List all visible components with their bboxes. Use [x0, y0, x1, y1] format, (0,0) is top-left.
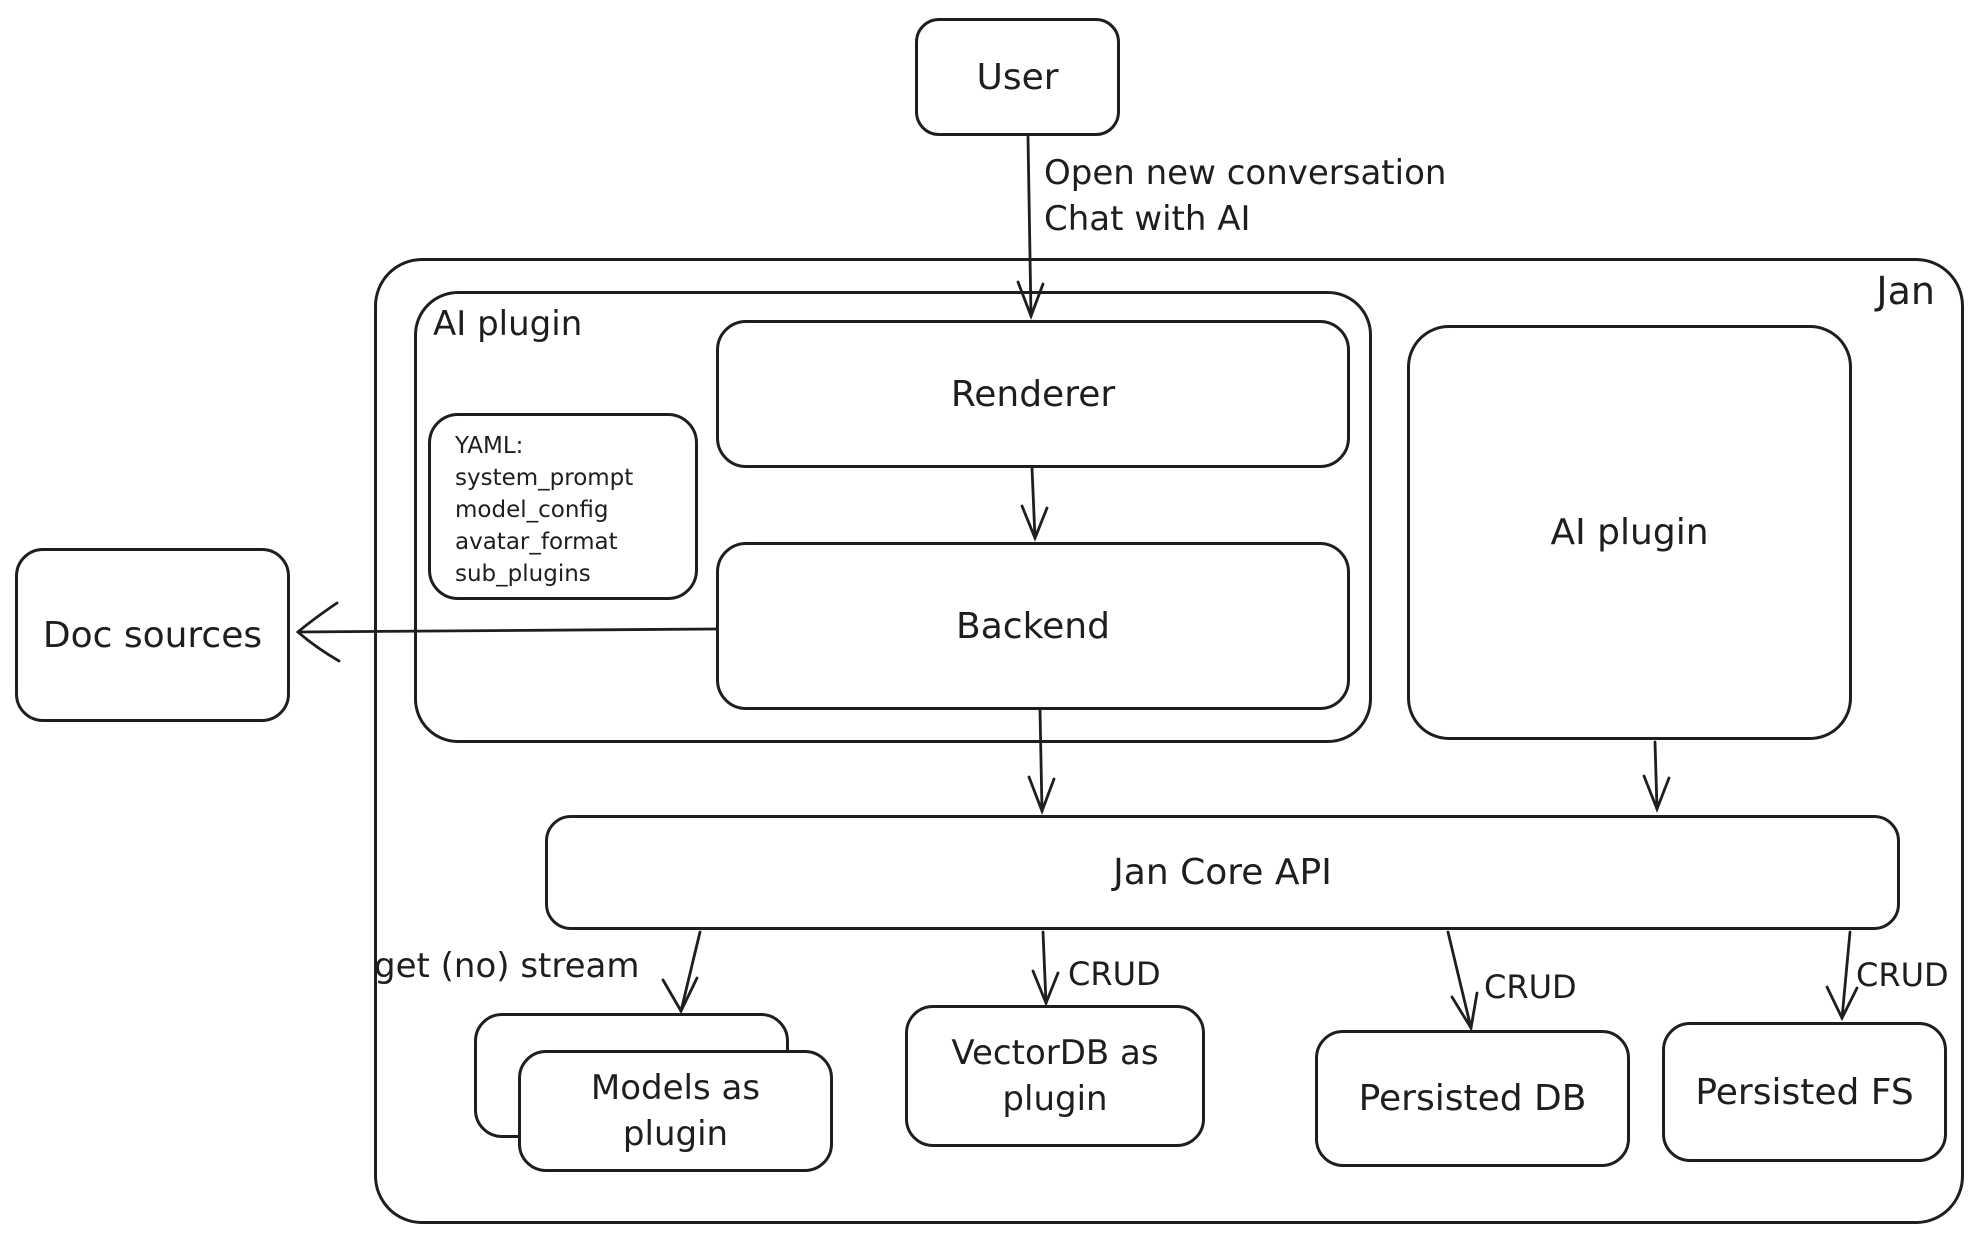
jan-container-label: Jan	[1876, 269, 1935, 313]
yaml-note-box: YAML: system_prompt model_config avatar_…	[428, 413, 698, 600]
renderer-label: Renderer	[950, 373, 1116, 415]
renderer-node: Renderer	[716, 320, 1350, 468]
vectordb-as-plugin-label: VectorDB as plugin	[951, 1033, 1159, 1119]
doc-sources-node: Doc sources	[15, 548, 290, 722]
backend-node: Backend	[716, 542, 1350, 710]
yaml-note-line: sub_plugins	[455, 561, 591, 587]
ai-plugin-left-label: AI plugin	[433, 304, 583, 344]
ai-plugin-left-box: AI plugin	[414, 291, 1372, 743]
models-as-plugin-label: Models as plugin	[590, 1068, 761, 1154]
user-arrow-label: Open new conversation Chat with AI	[1044, 150, 1446, 242]
vectordb-as-plugin-node: VectorDB as plugin	[905, 1005, 1205, 1147]
user-label: User	[976, 56, 1059, 98]
ai-plugin-right-label: AI plugin	[1550, 512, 1709, 553]
ai-plugin-right-node: AI plugin	[1407, 325, 1852, 740]
user-arrow-label-line2: Chat with AI	[1044, 199, 1251, 239]
yaml-note-title: YAML:	[455, 433, 524, 459]
jan-container-box: Jan	[374, 258, 1964, 1224]
backend-label: Backend	[956, 605, 1110, 647]
crud-label-persisted-db: CRUD	[1484, 968, 1577, 1006]
yaml-note-text: YAML: system_prompt model_config avatar_…	[455, 430, 633, 590]
persisted-fs-node: Persisted FS	[1662, 1022, 1947, 1162]
arrowhead-backend-to-doc-sources	[295, 601, 341, 663]
yaml-note-line: system_prompt	[455, 465, 634, 491]
jan-core-api-node: Jan Core API	[545, 815, 1900, 930]
user-node: User	[915, 18, 1120, 136]
user-arrow-label-line1: Open new conversation	[1044, 153, 1447, 193]
yaml-note-line: avatar_format	[455, 529, 618, 555]
get-no-stream-label: get (no) stream	[374, 946, 640, 986]
persisted-db-node: Persisted DB	[1315, 1030, 1630, 1167]
persisted-fs-label: Persisted FS	[1695, 1071, 1914, 1113]
yaml-note-line: model_config	[455, 497, 609, 523]
jan-core-api-label: Jan Core API	[1113, 852, 1332, 893]
doc-sources-label: Doc sources	[42, 614, 263, 656]
models-as-plugin-node: Models as plugin	[518, 1050, 833, 1172]
persisted-db-label: Persisted DB	[1358, 1078, 1587, 1119]
crud-label-vectordb: CRUD	[1068, 955, 1161, 993]
crud-label-persisted-fs: CRUD	[1856, 956, 1949, 994]
